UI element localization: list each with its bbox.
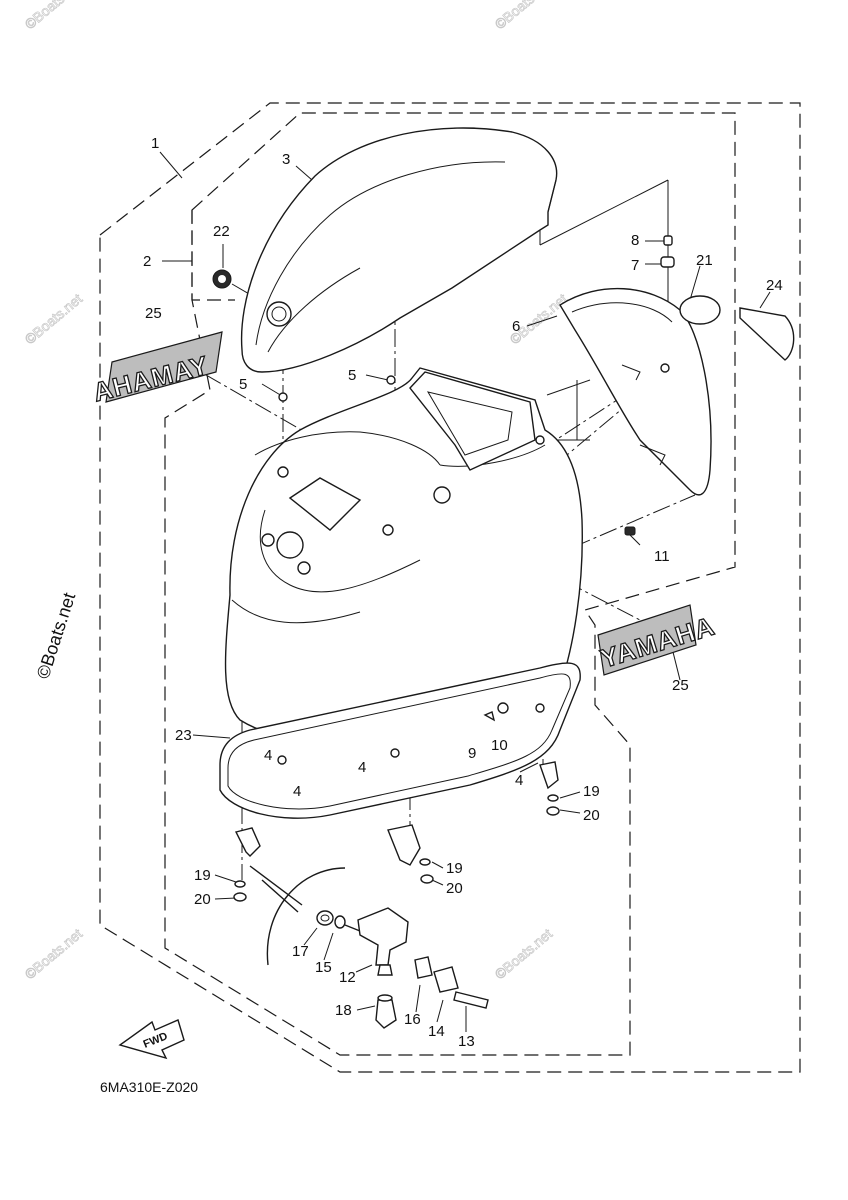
callout-20c: 20 [194,891,211,908]
callout-20b: 20 [446,880,463,897]
callout-24: 24 [766,277,783,294]
callout-7: 7 [631,257,639,274]
part-1-top-cowling [224,367,583,749]
callout-4c: 4 [358,759,366,776]
callout-3: 3 [282,151,290,168]
callout-4b: 4 [293,783,301,800]
callout-5a: 5 [239,376,247,393]
group-outlines [99,102,801,1073]
latch-left [233,827,261,902]
callout-4a: 4 [264,747,272,764]
detail-bracket [266,867,346,966]
callout-23: 23 [175,727,192,744]
latch-detail [316,907,489,1029]
callout-8: 8 [631,232,639,249]
diagram-code: 6MA310E-Z020 [100,1079,198,1095]
part-3-upper-cowling [240,127,558,373]
callout-14: 14 [428,1023,445,1040]
part-21-disc [679,295,721,325]
part-7-grommet [660,256,675,268]
watermark-text: ©Boats.net [22,0,86,32]
watermark-text: ©Boats.net [492,925,556,982]
part-25-decal-right: YAMAHA [596,604,719,676]
callout-19a: 19 [583,783,600,800]
callout-16: 16 [404,1011,421,1028]
part-23-seal [219,662,581,819]
callout-20a: 20 [583,807,600,824]
part-11-clip [624,526,636,536]
latch-center [387,824,434,884]
inner-group-boundary [164,112,736,1056]
callout-5b: 5 [348,367,356,384]
callout-9: 9 [468,745,476,762]
callout-17: 17 [292,943,309,960]
callout-19b: 19 [446,860,463,877]
part-25-decal-left: YAMAHA [89,331,223,408]
part-6-apron [559,287,712,496]
callout-11: 11 [654,548,670,565]
hardware-fasteners [277,375,545,765]
watermark-text: ©Boats.net [22,290,86,347]
callout-10: 10 [491,737,508,754]
fwd-arrow-icon: FWD [118,1019,185,1060]
watermark-text: ©Boats.net [22,925,86,982]
part-24-plate [739,307,795,361]
callout-labels: 1 2 3 22 25 5 5 8 7 21 24 6 11 25 23 4 4… [143,135,783,1050]
callout-22: 22 [213,223,230,240]
callout-15: 15 [315,959,332,976]
callout-2: 2 [143,253,151,270]
latch-right [539,761,560,816]
group-2-bracket [191,210,235,301]
watermark-text: ©Boats.net [492,0,556,32]
callout-19c: 19 [194,867,211,884]
callout-12: 12 [339,969,356,986]
callout-25b: 25 [672,677,689,694]
callout-6: 6 [512,318,520,335]
callout-21: 21 [696,252,713,269]
callout-4d: 4 [515,772,523,789]
part-22-emblem [212,269,232,289]
callout-1: 1 [151,135,159,152]
part-8-collar [663,235,673,246]
callout-13: 13 [458,1033,475,1050]
watermark-main: ©Boats.net [33,590,80,681]
callout-25a: 25 [145,305,162,322]
assembly-1-boundary [99,102,801,1073]
callout-18: 18 [335,1002,352,1019]
